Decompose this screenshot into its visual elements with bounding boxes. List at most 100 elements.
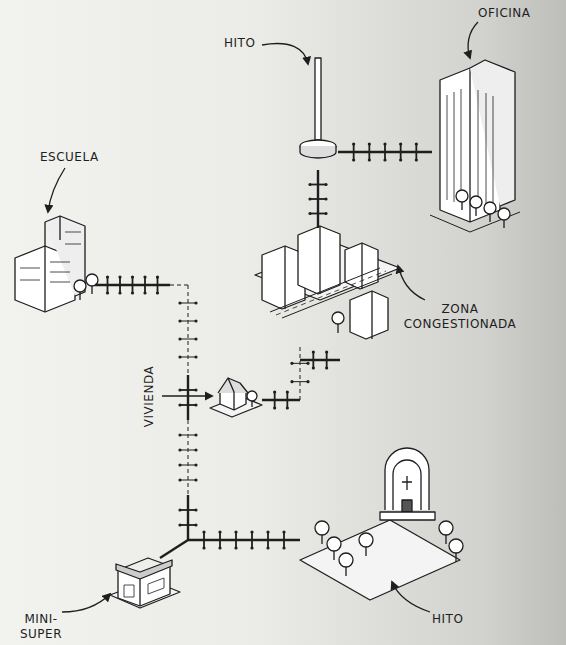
church-landmark [300, 448, 463, 600]
place-label: MINI-SUPER [18, 612, 64, 642]
route-tick-end [178, 478, 181, 481]
route-tick-end [352, 158, 355, 161]
route-tick [132, 277, 134, 293]
route-tick [180, 465, 196, 466]
callout-arrow [398, 266, 425, 300]
route-tick-end [286, 406, 289, 409]
route-tick-end [312, 366, 315, 369]
callout-arrow [468, 22, 478, 58]
route-tick-end [194, 448, 197, 451]
route-tick-end [131, 291, 134, 294]
route-tick [400, 144, 402, 160]
route-tick [251, 532, 253, 548]
route-tick-end [194, 301, 197, 304]
route-line [187, 375, 189, 420]
route-tick-end [178, 433, 181, 436]
route-tick-end [308, 197, 311, 200]
route-tick-end [325, 366, 328, 369]
route-tick-end [290, 362, 293, 365]
route-tick [180, 357, 196, 358]
route-tick-end [383, 158, 386, 161]
route-tick-end [273, 390, 276, 393]
route-tick-end [118, 275, 121, 278]
house [210, 378, 262, 417]
route-tick [144, 277, 146, 293]
route-tick-end [306, 380, 309, 383]
place-label: HITO [432, 612, 463, 627]
route-tick-end [194, 355, 197, 358]
route-tick-end [308, 183, 311, 186]
route-tick-end [194, 463, 197, 466]
route-tick-end [218, 530, 221, 533]
route-line [170, 285, 188, 286]
route-tick-end [194, 337, 197, 340]
route-tick [368, 144, 370, 160]
callout-arrow [62, 594, 110, 612]
place-label: OFICINA [478, 6, 531, 21]
callout-arrow [48, 168, 65, 212]
route-tick-end [194, 478, 197, 481]
route-tick-end [194, 508, 197, 511]
route-tick-end [178, 448, 181, 451]
route-tick-end [106, 275, 109, 278]
route-tick [292, 381, 308, 382]
congested-zone-buildings [255, 226, 400, 339]
route-tick [180, 450, 196, 451]
route-tick-end [178, 355, 181, 358]
office-building [430, 60, 520, 232]
callout-arrow [262, 44, 308, 64]
route-line [188, 285, 189, 375]
route-tick-end [131, 275, 134, 278]
route-tick-end [368, 158, 371, 161]
route-tick-end [178, 508, 181, 511]
route-line [262, 399, 300, 401]
route-tick-end [156, 291, 159, 294]
route-line [188, 420, 189, 495]
route-tick-end [194, 433, 197, 436]
route-tick-end [143, 291, 146, 294]
route-tick-end [325, 350, 328, 353]
route-tick-end [218, 546, 221, 549]
route-tick-end [234, 546, 237, 549]
route-tick [267, 532, 269, 548]
route-tick-end [324, 197, 327, 200]
route-tick-end [282, 546, 285, 549]
route-tick-end [178, 301, 181, 304]
route-tick-end [202, 546, 205, 549]
place-label: ESCUELA [40, 150, 99, 165]
route-tick-end [282, 530, 285, 533]
mini-market [110, 558, 180, 608]
monument-landmark [300, 58, 336, 158]
route-tick [107, 277, 109, 293]
route-tick [180, 509, 196, 511]
route-tick [180, 339, 196, 340]
route-tick-end [324, 212, 327, 215]
route-line [187, 495, 189, 540]
route-tick-end [194, 403, 197, 406]
place-label: ZONA CONGESTIONADA [400, 302, 520, 332]
route-tick-end [352, 142, 355, 145]
route-tick-end [106, 291, 109, 294]
route-tick-end [399, 142, 402, 145]
route-tick [415, 144, 417, 160]
route-tick-end [308, 212, 311, 215]
route-tick [326, 352, 328, 368]
route-tick [235, 532, 237, 548]
route-tick-end [194, 319, 197, 322]
route-line [300, 345, 301, 400]
route-tick [180, 321, 196, 322]
route-line [300, 359, 340, 361]
route-tick-end [415, 142, 418, 145]
route-tick-end [266, 546, 269, 549]
route-tick-end [156, 275, 159, 278]
route-tick [310, 213, 326, 215]
route-tick-end [202, 530, 205, 533]
route-tick-end [178, 523, 181, 526]
route-tick [292, 363, 308, 364]
route-tick [180, 435, 196, 436]
route-tick [119, 277, 121, 293]
route-tick [219, 532, 221, 548]
route-tick-end [178, 463, 181, 466]
route-tick-end [143, 275, 146, 278]
route-tick [312, 352, 314, 368]
